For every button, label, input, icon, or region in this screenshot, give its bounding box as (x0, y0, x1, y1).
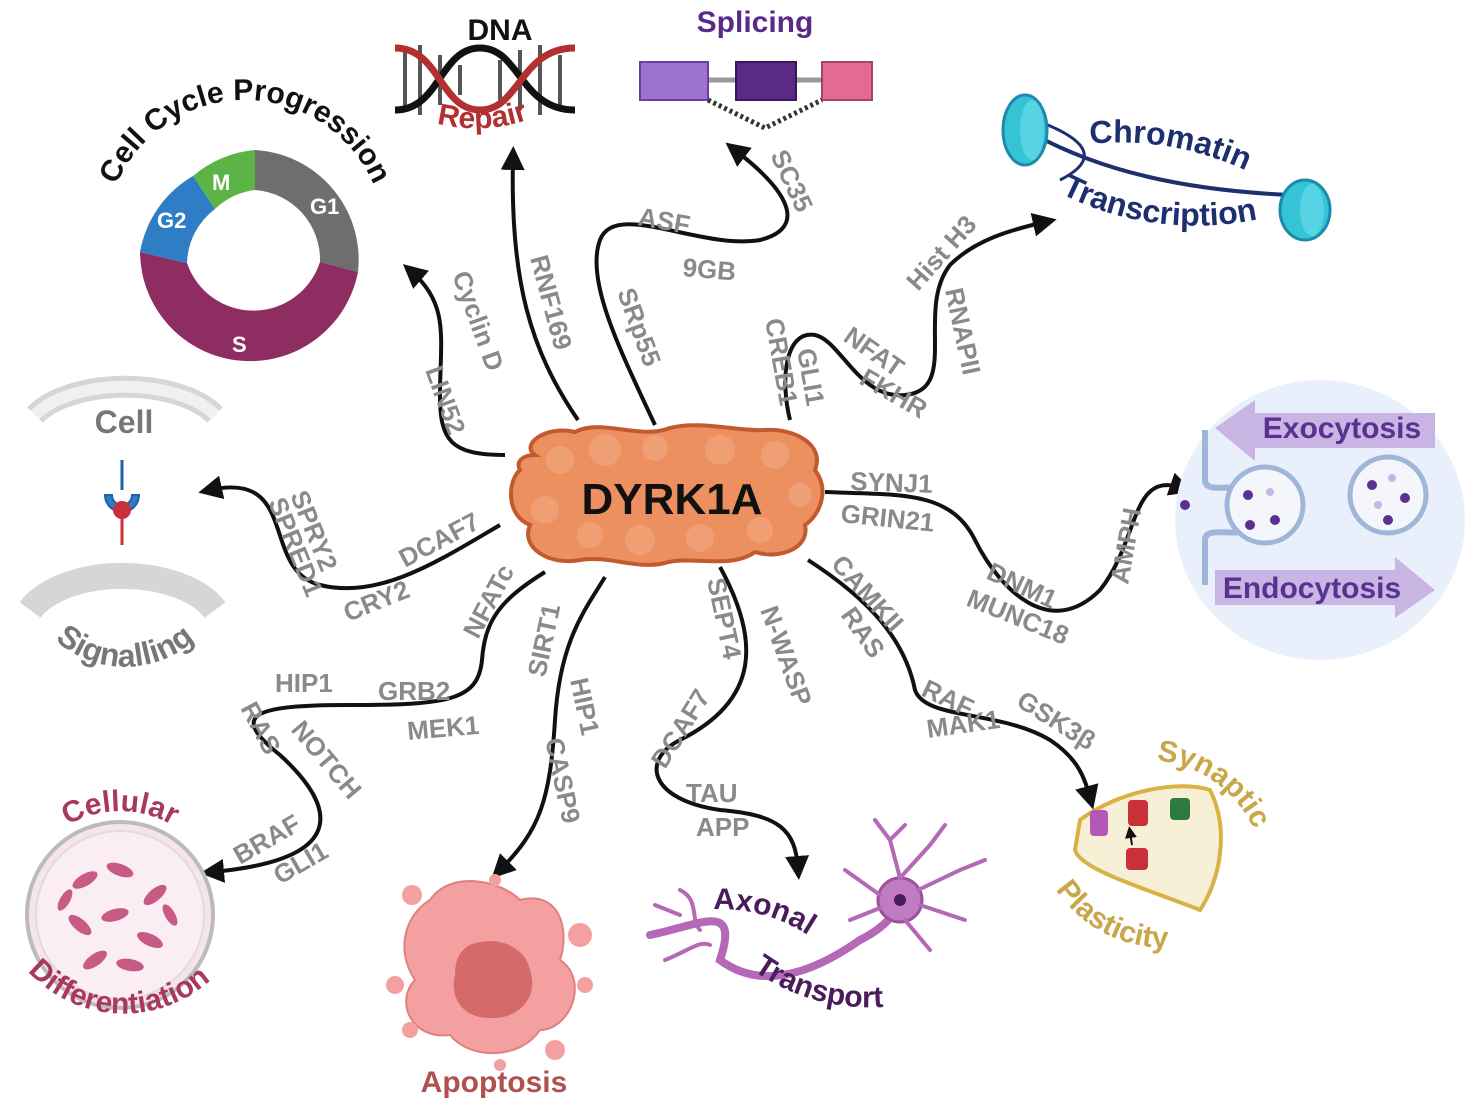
arrow-to-vesicle (824, 472, 1194, 613)
gene-cry2: CRY2 (339, 574, 414, 627)
gene-rnf169: RNF169 (524, 252, 578, 353)
arrow-to-cell-cycle (402, 264, 506, 457)
gene-srp55: SRp55 (611, 284, 667, 370)
gene-hip1-b: HIP1 (564, 675, 605, 738)
gene-ras-a: RAS (235, 697, 287, 760)
differentiation-node: Cellular Differentiation (23, 785, 216, 1021)
gene-n-wasp: N-WASP (754, 602, 818, 710)
nucleosome-icon (1001, 93, 1332, 242)
gene-tau: TAU (686, 778, 738, 808)
repair-label: Repair (435, 95, 531, 136)
gene-notch: NOTCH (285, 715, 367, 805)
arrow-to-differentiation (200, 570, 547, 883)
apoptotic-cell-icon (386, 874, 593, 1071)
gene-app: APP (696, 812, 749, 842)
gene-grin21: GRIN21 (839, 498, 936, 538)
gene-9gb: 9GB (681, 252, 737, 287)
splicing-label: Splicing (697, 6, 814, 39)
transport-label: Transport (749, 948, 884, 1014)
phase-g2: G2 (157, 208, 186, 233)
gene-amph: AMPH (1104, 505, 1147, 586)
arrow-to-splicing (594, 142, 790, 426)
exon-splicing-icon (639, 61, 873, 131)
dna-helix-icon (394, 44, 576, 115)
gene-sept4: SEPT4 (701, 575, 748, 662)
gene-nfatc: NFATc (457, 559, 520, 642)
arrow-to-dna-repair (500, 146, 580, 422)
gene-lin52: LIN52 (419, 362, 471, 439)
axonal-label: Axonal (713, 883, 822, 941)
synaptic-node: Synaptic Plasticity (1050, 734, 1277, 954)
neuron-icon (646, 818, 987, 981)
gene-cyclin-d: Cyclin D (446, 267, 510, 375)
exocytosis-arrow-icon (1215, 400, 1435, 461)
gene-dcaf7-b: DCAF7 (645, 684, 716, 773)
splicing-node: Splicing (639, 6, 873, 131)
cell-cycle-donut-icon (140, 150, 359, 362)
cell-label: Cell (95, 404, 154, 440)
dyrk1a-label: DYRK1A (582, 475, 763, 524)
chromatin-node: Chromatin Transcription (1001, 93, 1332, 242)
phase-g1: G1 (310, 194, 339, 219)
axonal-node: Axonal Transport (646, 818, 987, 1014)
arrow-group (198, 142, 1194, 883)
gene-dcaf7-a: DCAF7 (394, 506, 485, 573)
cell-signalling-node: Cell Signalling (19, 375, 226, 674)
signalling-label: Signalling (51, 617, 200, 674)
vesicle-node: Exocytosis Endocytosis (1175, 380, 1465, 660)
gene-synj1: SYNJ1 (850, 466, 933, 499)
gene-rnapii: RNAPII (939, 285, 987, 377)
endocytosis-arrow-icon (1215, 557, 1435, 618)
arrow-to-chromatin (783, 212, 1057, 421)
gene-sirt1: SIRT1 (522, 601, 567, 679)
gene-grb2: GRB2 (378, 676, 450, 706)
arrow-to-apoptosis (491, 575, 607, 879)
phase-s: S (232, 332, 247, 357)
dna-label: DNA (468, 14, 533, 47)
cell-membrane-receptor-icon (19, 375, 226, 619)
arrow-to-axonal (654, 566, 810, 880)
gene-asf: ASF (636, 201, 692, 240)
apoptosis-node: Apoptosis (386, 874, 593, 1099)
dyrk1a-node[interactable]: DYRK1A (509, 423, 825, 567)
gene-mak1: MAK1 (925, 704, 1002, 744)
petri-dish-icon (25, 820, 215, 1010)
vesicle-icon (1180, 430, 1429, 585)
gene-hip1-a: HIP1 (275, 668, 333, 698)
arrow-to-cell-signalling (198, 475, 502, 591)
gene-sc35: SC35 (765, 145, 820, 217)
phase-m: M (212, 170, 230, 195)
apoptosis-label: Apoptosis (421, 1066, 568, 1099)
dna-repair-node: DNA Repair (394, 14, 576, 136)
synapse-icon (1072, 784, 1223, 913)
exocytosis-label: Exocytosis (1263, 412, 1421, 445)
cell-cycle-node: Cell Cycle Progression G1 S G2 M (93, 74, 397, 362)
gene-mek1: MEK1 (406, 710, 481, 746)
arrow-to-synaptic (806, 558, 1099, 810)
endocytosis-label: Endocytosis (1223, 572, 1401, 605)
